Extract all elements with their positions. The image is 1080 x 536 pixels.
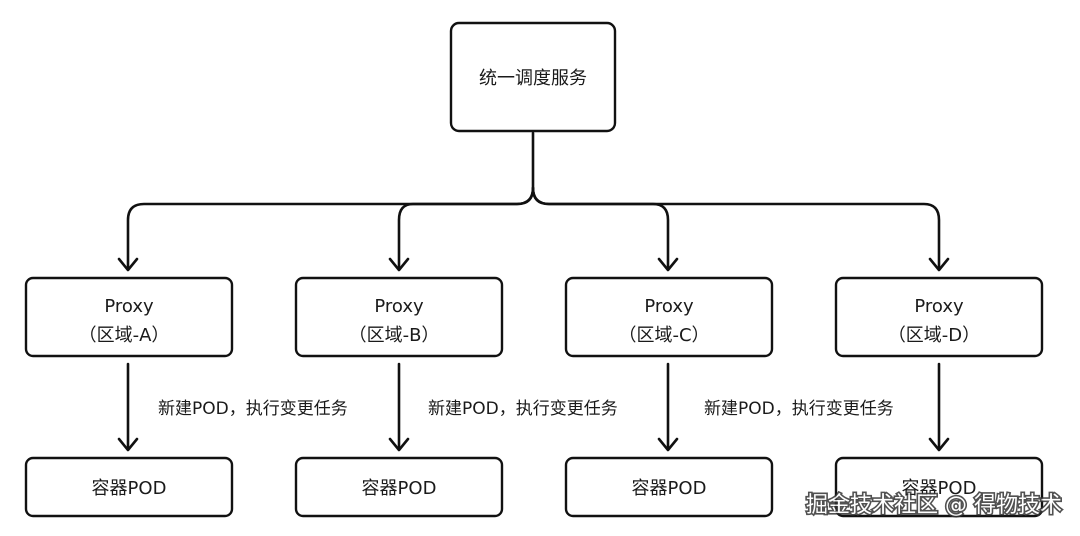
pod-node-d: 容器POD: [834, 456, 1044, 518]
arrowhead-to-pod-d: [928, 437, 950, 452]
arrowhead-to-proxy-c: [657, 257, 679, 272]
pod-label-b: 容器POD: [362, 478, 437, 499]
edge-label-c: 新建POD，执行变更任务: [704, 399, 894, 419]
pod-node-a: 容器POD: [24, 456, 234, 518]
edge-label-b: 新建POD，执行变更任务: [428, 399, 618, 419]
proxy-node-b: Proxy （区域-B）: [294, 276, 504, 358]
proxy-title-b: Proxy: [374, 296, 424, 317]
arrowhead-to-proxy-d: [928, 257, 950, 272]
arrowhead-to-proxy-b: [388, 257, 410, 272]
proxy-region-a: （区域-A）: [79, 325, 170, 346]
proxy-region-c: （区域-C）: [618, 325, 709, 346]
pod-node-b: 容器POD: [294, 456, 504, 518]
pod-label-a: 容器POD: [92, 478, 167, 499]
root-connector-c: [531, 186, 670, 270]
proxy-node-d: Proxy （区域-D）: [834, 276, 1044, 358]
proxy-title-a: Proxy: [104, 296, 154, 317]
pod-label-d: 容器POD: [902, 478, 977, 499]
proxy-node-a: Proxy （区域-A）: [24, 276, 234, 358]
pod-node-c: 容器POD: [564, 456, 774, 518]
root-label: 统一调度服务: [479, 68, 587, 89]
root-node: 统一调度服务: [449, 21, 617, 133]
arrowhead-to-pod-a: [117, 437, 139, 452]
pod-label-c: 容器POD: [632, 478, 707, 499]
edge-label-a: 新建POD，执行变更任务: [158, 399, 348, 419]
proxy-region-b: （区域-B）: [349, 325, 440, 346]
proxy-node-c: Proxy （区域-C）: [564, 276, 774, 358]
watermark-text: 掘金技术社区 @ 得物技术: [806, 493, 1062, 518]
root-connector: [126, 131, 535, 270]
arrowhead-to-pod-c: [657, 437, 679, 452]
proxy-region-d: （区域-D）: [888, 325, 980, 346]
root-connector-b: [397, 186, 535, 270]
proxy-title-d: Proxy: [914, 296, 964, 317]
root-connector-d: [531, 186, 941, 270]
arrowhead-to-pod-b: [388, 437, 410, 452]
arrowhead-to-proxy-a: [117, 257, 139, 272]
proxy-title-c: Proxy: [644, 296, 694, 317]
